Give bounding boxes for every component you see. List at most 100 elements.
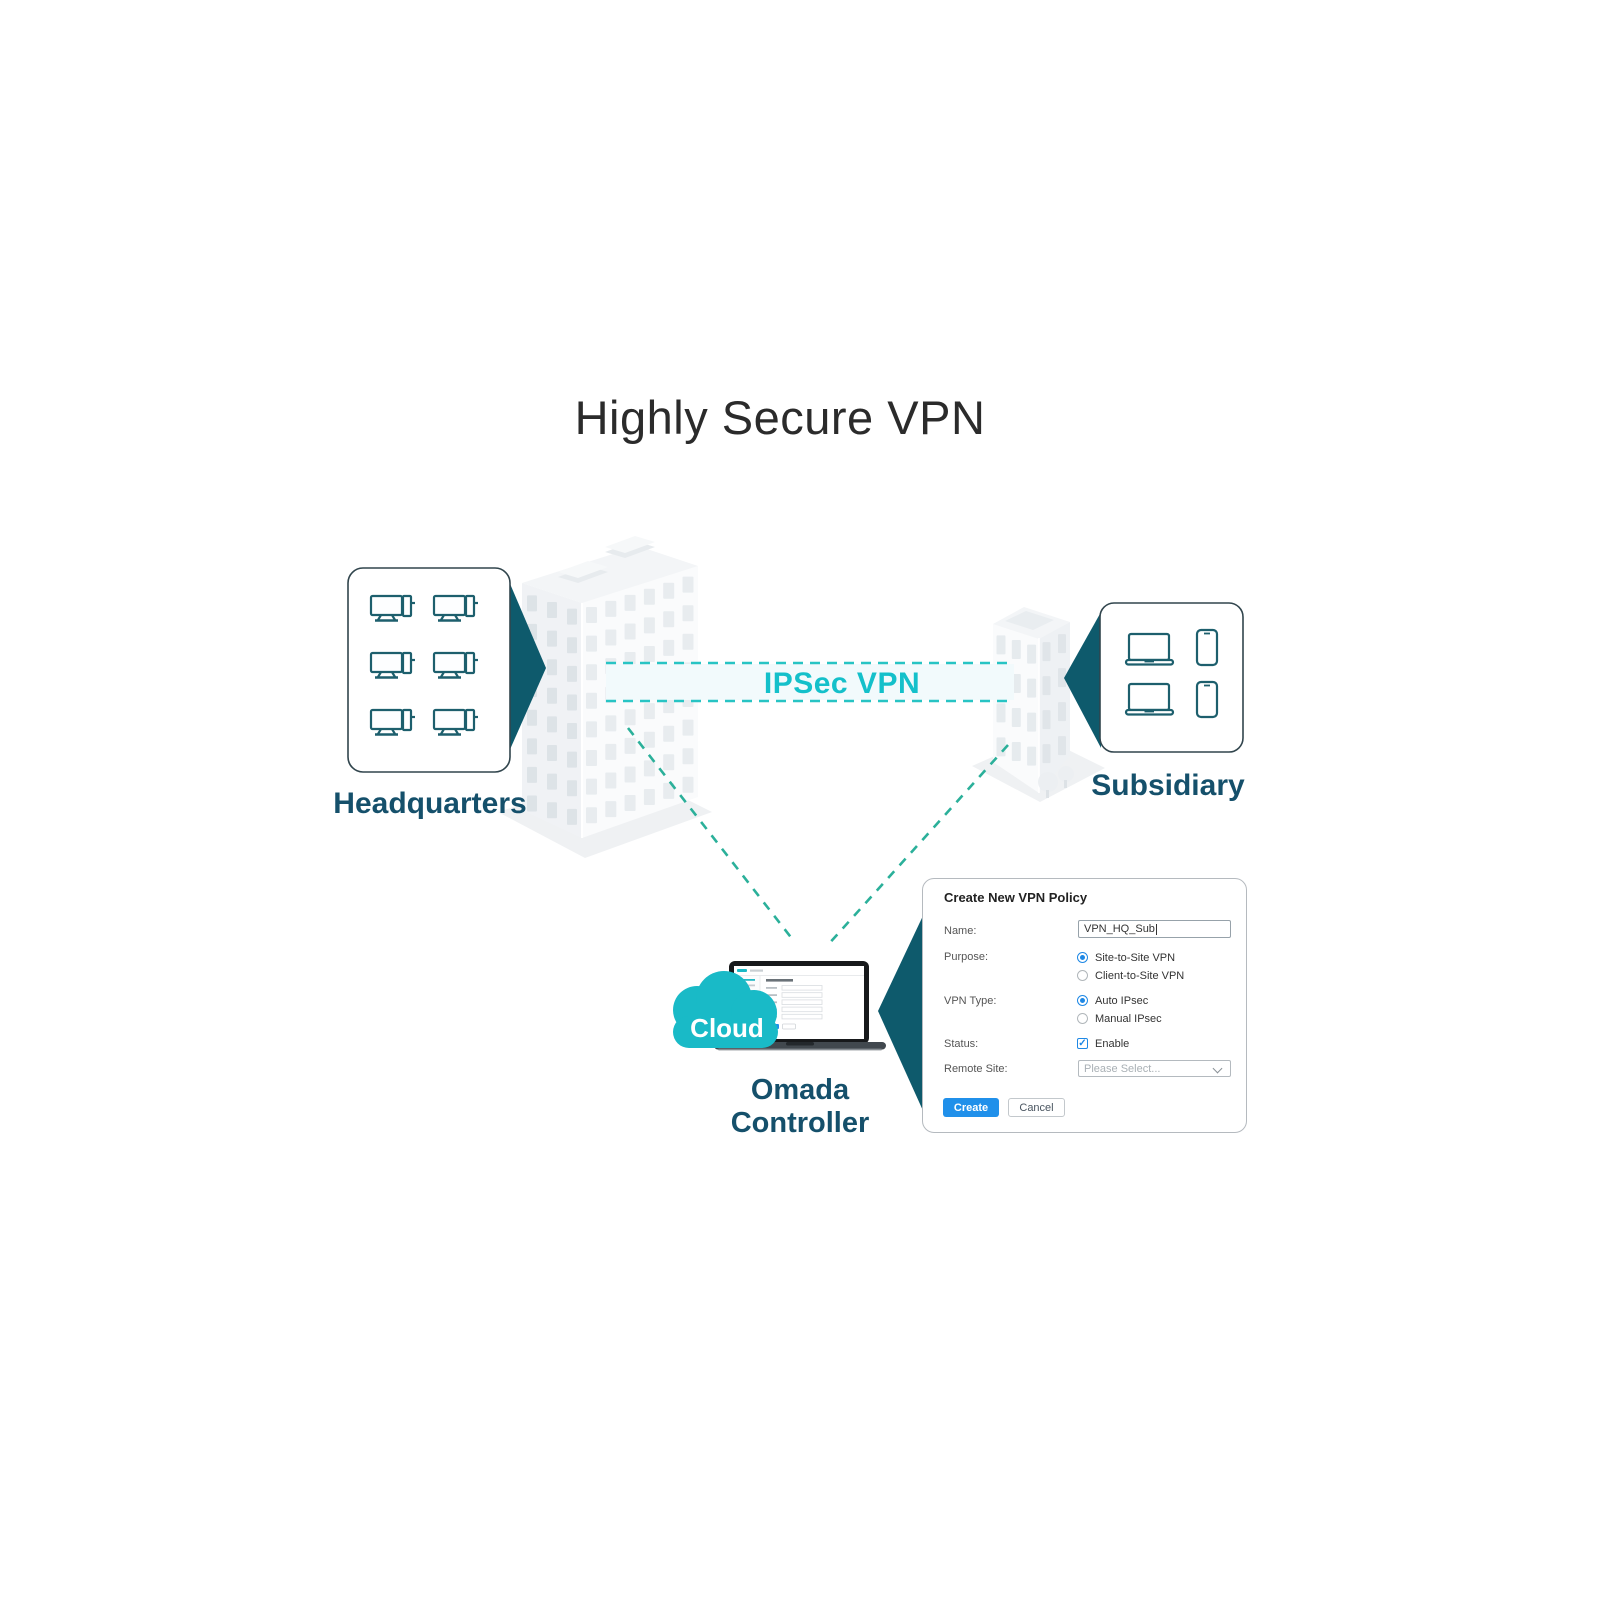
- building-window: [1058, 736, 1066, 756]
- building-window: [663, 782, 675, 799]
- headquarters-callout: [347, 567, 546, 773]
- building-window: [586, 635, 597, 652]
- building-window: [605, 600, 617, 617]
- building-window: [586, 778, 597, 795]
- building-window: [1027, 678, 1037, 698]
- radio-selected-icon[interactable]: [1077, 995, 1088, 1006]
- name-input-value: VPN_HQ_Sub: [1084, 923, 1155, 935]
- building-window: [663, 725, 675, 742]
- smartphone-icon: [1195, 680, 1219, 719]
- building-window: [682, 748, 694, 765]
- purpose-label: Purpose:: [944, 951, 989, 963]
- building-window: [527, 766, 537, 783]
- building-window: [1011, 707, 1021, 727]
- panel-callout-arrow: [878, 903, 929, 1124]
- cloud-label: Cloud: [690, 1013, 764, 1043]
- building-window: [527, 795, 537, 812]
- smartphone-icon: [1195, 628, 1219, 667]
- radio-selected-icon[interactable]: [1077, 952, 1088, 963]
- building-window: [643, 760, 655, 777]
- building-window: [996, 635, 1006, 655]
- building-window: [624, 795, 636, 812]
- text-cursor: [1155, 923, 1157, 935]
- subsidiary-callout: [1064, 602, 1244, 753]
- building-window: [605, 715, 617, 732]
- vpn-type-radio-auto-ipsec[interactable]: Auto IPsec: [1077, 994, 1148, 1007]
- building-window: [605, 629, 617, 646]
- building-window: [1058, 668, 1066, 688]
- remote-site-placeholder: Please Select...: [1084, 1062, 1161, 1075]
- building-window: [1042, 676, 1051, 696]
- vpn-type-label: VPN Type:: [944, 995, 997, 1007]
- vpn-tunnel-band: [606, 664, 1014, 700]
- radio-unselected-icon[interactable]: [1077, 970, 1088, 981]
- building-window: [682, 605, 694, 622]
- subsidiary-to-controller-link: [825, 744, 1009, 948]
- remote-site-label: Remote Site:: [944, 1063, 1008, 1075]
- status-enable-checkbox-row[interactable]: ✓ Enable: [1077, 1037, 1130, 1050]
- building-window: [1011, 741, 1021, 761]
- building-window: [643, 788, 655, 805]
- radio-unselected-icon[interactable]: [1077, 1013, 1088, 1024]
- building-window: [682, 576, 694, 593]
- building-window: [567, 780, 577, 797]
- building-window: [567, 637, 577, 654]
- building-window: [586, 750, 597, 767]
- purpose-radio-client-to-site[interactable]: Client-to-Site VPN: [1077, 969, 1184, 982]
- building-window: [624, 766, 636, 783]
- building-window: [605, 772, 617, 789]
- building-window: [663, 754, 675, 771]
- omada-controller-line1: Omada: [750, 1074, 850, 1106]
- vpn-type-radio-manual-ipsec[interactable]: Manual IPsec: [1077, 1012, 1162, 1025]
- subsidiary-label: Subsidiary: [1091, 769, 1245, 802]
- remote-site-dropdown[interactable]: Please Select...: [1078, 1060, 1231, 1077]
- building-window: [547, 687, 557, 704]
- status-label: Status:: [944, 1038, 979, 1050]
- headquarters-label: Headquarters: [333, 787, 527, 820]
- building-window: [567, 665, 577, 682]
- create-button[interactable]: Create: [943, 1098, 999, 1117]
- building-window: [663, 611, 675, 628]
- building-window: [663, 639, 675, 656]
- building-window: [1042, 744, 1051, 764]
- bush-icon: [1058, 766, 1074, 782]
- building-window: [567, 608, 577, 625]
- purpose-radio-site-to-site[interactable]: Site-to-Site VPN: [1077, 951, 1175, 964]
- name-input[interactable]: VPN_HQ_Sub: [1078, 920, 1231, 938]
- subsidiary-callout-arrow: [1064, 612, 1101, 748]
- laptop-icon: [1124, 632, 1175, 666]
- cancel-button[interactable]: Cancel: [1008, 1098, 1065, 1117]
- building-window: [643, 703, 655, 720]
- building-window: [547, 716, 557, 733]
- building-window: [1011, 639, 1021, 659]
- building-window: [586, 607, 597, 624]
- building-window: [624, 709, 636, 726]
- chevron-down-icon: [1212, 1063, 1223, 1074]
- create-vpn-policy-panel: Create New VPN Policy Name: VPN_HQ_Sub P…: [922, 878, 1247, 1133]
- building-window: [547, 659, 557, 676]
- building-window: [663, 582, 675, 599]
- building-window: [1011, 673, 1021, 693]
- building-window: [643, 588, 655, 605]
- building-window: [996, 737, 1006, 757]
- building-window: [527, 738, 537, 755]
- panel-title: Create New VPN Policy: [944, 890, 1088, 905]
- building-window: [682, 776, 694, 793]
- checkbox-checked-icon[interactable]: ✓: [1077, 1038, 1088, 1049]
- building-window: [643, 645, 655, 662]
- building-window: [547, 773, 557, 790]
- name-label: Name:: [944, 925, 977, 937]
- page-title: Highly Secure VPN: [574, 391, 986, 444]
- building-window: [1058, 634, 1066, 654]
- ipsec-vpn-label: IPSec VPN: [763, 667, 921, 700]
- building-window: [1058, 702, 1066, 722]
- building-window: [586, 664, 597, 681]
- building-window: [567, 808, 577, 825]
- building-window: [567, 694, 577, 711]
- building-window: [547, 630, 557, 647]
- bush-icon: [1038, 772, 1058, 792]
- hq-to-controller-link: [626, 727, 795, 941]
- building-window: [624, 594, 636, 611]
